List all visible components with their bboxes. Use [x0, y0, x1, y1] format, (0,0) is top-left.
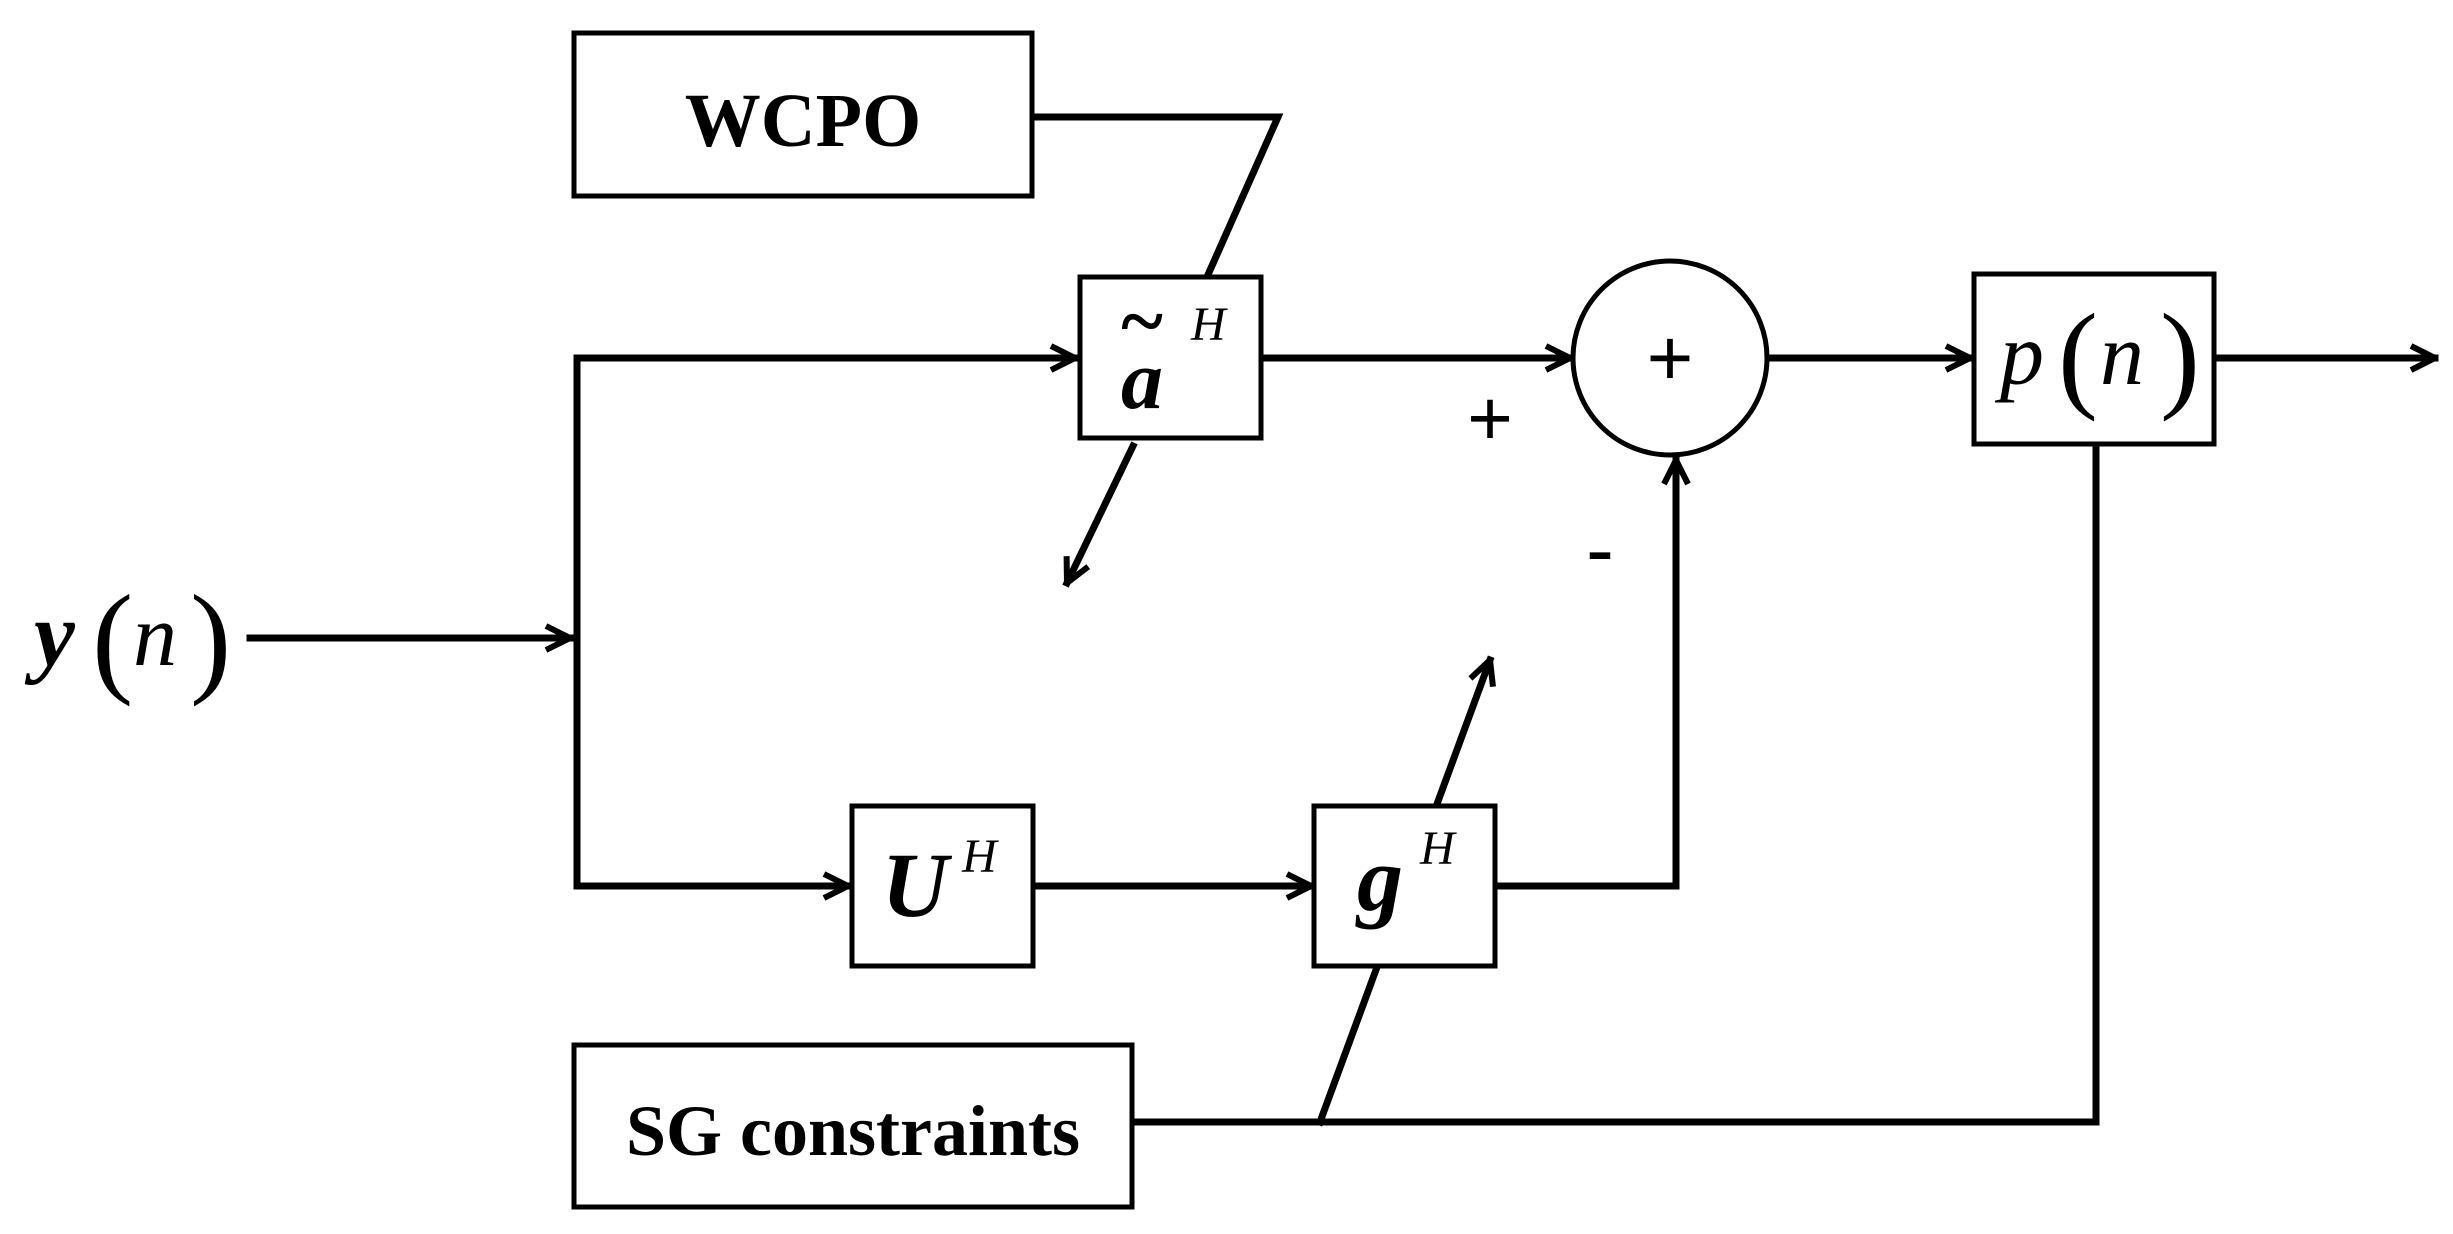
a-symbol: a — [1121, 334, 1163, 427]
p-close-paren: ) — [2160, 289, 2200, 422]
y-argument: n — [133, 588, 177, 685]
feedback-wire — [1129, 444, 2100, 1126]
u-symbol: U — [882, 834, 953, 936]
input-label: y ( n ) — [24, 570, 231, 707]
plus-input-sign: + — [1467, 374, 1513, 462]
g-superscript: H — [1419, 822, 1457, 875]
p-open-paren: ( — [2058, 289, 2098, 422]
a-superscript: H — [1190, 298, 1228, 351]
g-symbol: g — [1355, 828, 1403, 930]
u-superscript: H — [961, 830, 999, 883]
sg-constraints-block: SG constraints — [571, 1042, 1135, 1210]
p-symbol: p — [1994, 307, 2044, 404]
y-open-paren: ( — [92, 570, 133, 707]
summer-symbol: + — [1647, 313, 1694, 402]
p-block: p ( n ) — [1971, 271, 2217, 447]
a-adaptation-arrow — [1062, 441, 1138, 583]
a-tilde-mark: ~ — [1121, 278, 1163, 366]
g-block: g H — [1311, 803, 1498, 969]
a-tilde-block: ~ a H — [1077, 274, 1264, 441]
wcpo-label: WCPO — [685, 79, 921, 163]
g-to-summer-wire — [1491, 456, 1676, 890]
minus-input-sign: - — [1586, 502, 1614, 596]
p-argument: n — [2100, 307, 2144, 404]
y-close-paren: ) — [190, 570, 231, 707]
u-block: U H — [849, 803, 1036, 969]
wcpo-adaptation-wire — [1028, 113, 1284, 282]
wcpo-block: WCPO — [571, 30, 1035, 199]
y-symbol: y — [24, 583, 76, 685]
summing-junction: + — [1570, 258, 1770, 458]
sg-constraints-label: SG constraints — [626, 1091, 1080, 1171]
